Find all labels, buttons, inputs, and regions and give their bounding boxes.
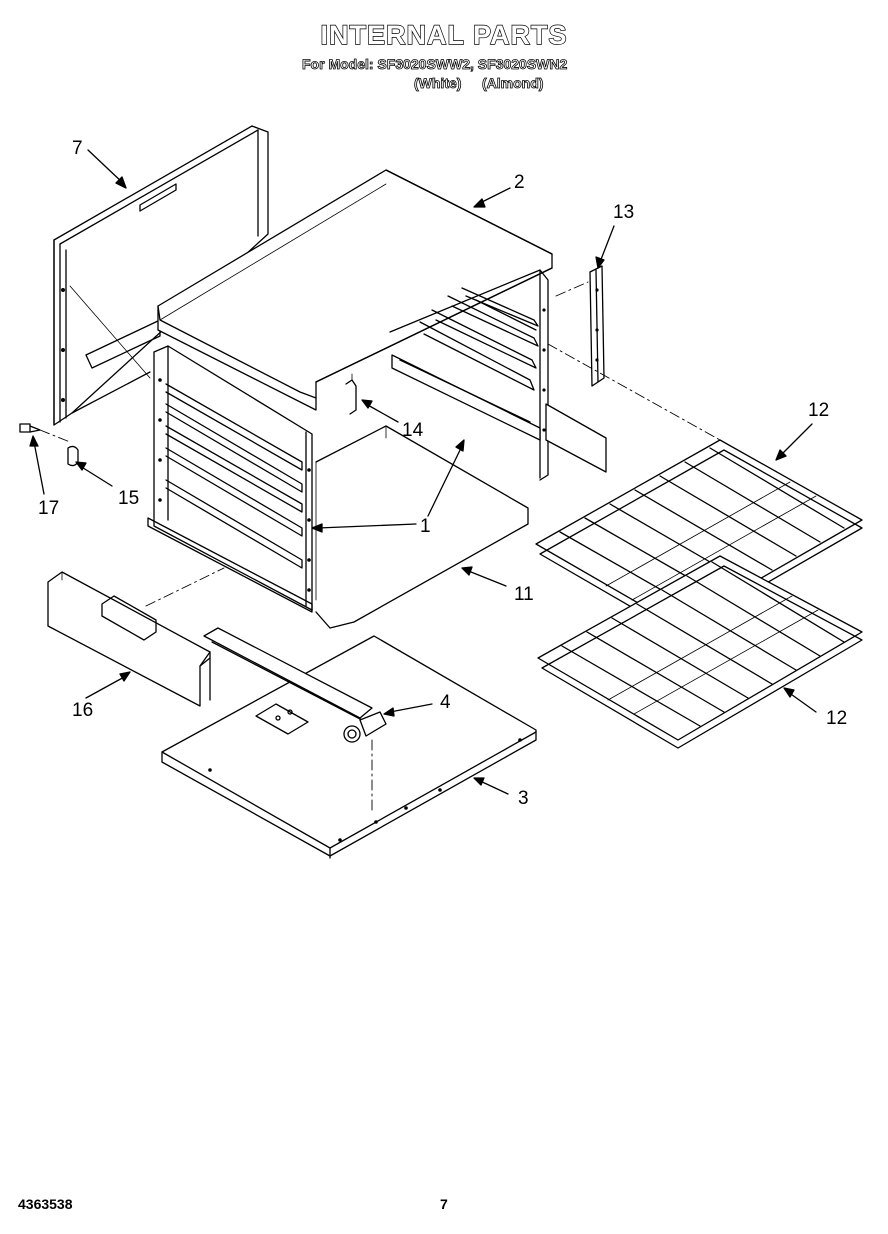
part-3-bottom-panel	[161, 635, 537, 859]
part-1-side-rack	[147, 345, 313, 613]
callout-17: 17	[38, 498, 60, 519]
right-lower-rail	[545, 403, 607, 473]
variant-almond: (Almond)	[482, 75, 544, 92]
part-14-clip	[345, 373, 357, 415]
document-number: 4363538	[18, 1196, 73, 1212]
part-16-trim	[47, 567, 225, 707]
part-7-panel	[53, 125, 269, 426]
right-rack-rails	[391, 287, 541, 441]
callout-16: 16	[72, 700, 94, 721]
callout-7: 7	[72, 138, 83, 159]
part-4-burner	[203, 627, 387, 811]
callout-11: 11	[514, 584, 534, 605]
guide-line	[547, 343, 721, 441]
part-12-rack-lower	[537, 555, 863, 749]
leader-lines	[29, 149, 817, 795]
callout-2: 2	[514, 172, 525, 193]
model-line: For Model: SF3020SWW2, SF3020SWN2	[302, 56, 568, 73]
callout-1: 1	[420, 516, 431, 537]
callout-15: 15	[118, 488, 140, 509]
callout-14: 14	[402, 420, 424, 441]
part-13-strip	[555, 265, 605, 387]
callout-3: 3	[518, 788, 529, 809]
callout-12-upper: 12	[808, 400, 830, 421]
part-11-tray	[315, 425, 529, 629]
callout-4: 4	[440, 692, 451, 713]
part-2-wrapper	[157, 169, 553, 481]
part-17-screw	[19, 423, 71, 443]
variant-white: (White)	[414, 75, 462, 92]
callout-12-lower: 12	[826, 708, 848, 729]
page-title: INTERNAL PARTS	[320, 19, 568, 50]
page-number: 7	[440, 1196, 448, 1212]
callout-13: 13	[613, 202, 635, 223]
